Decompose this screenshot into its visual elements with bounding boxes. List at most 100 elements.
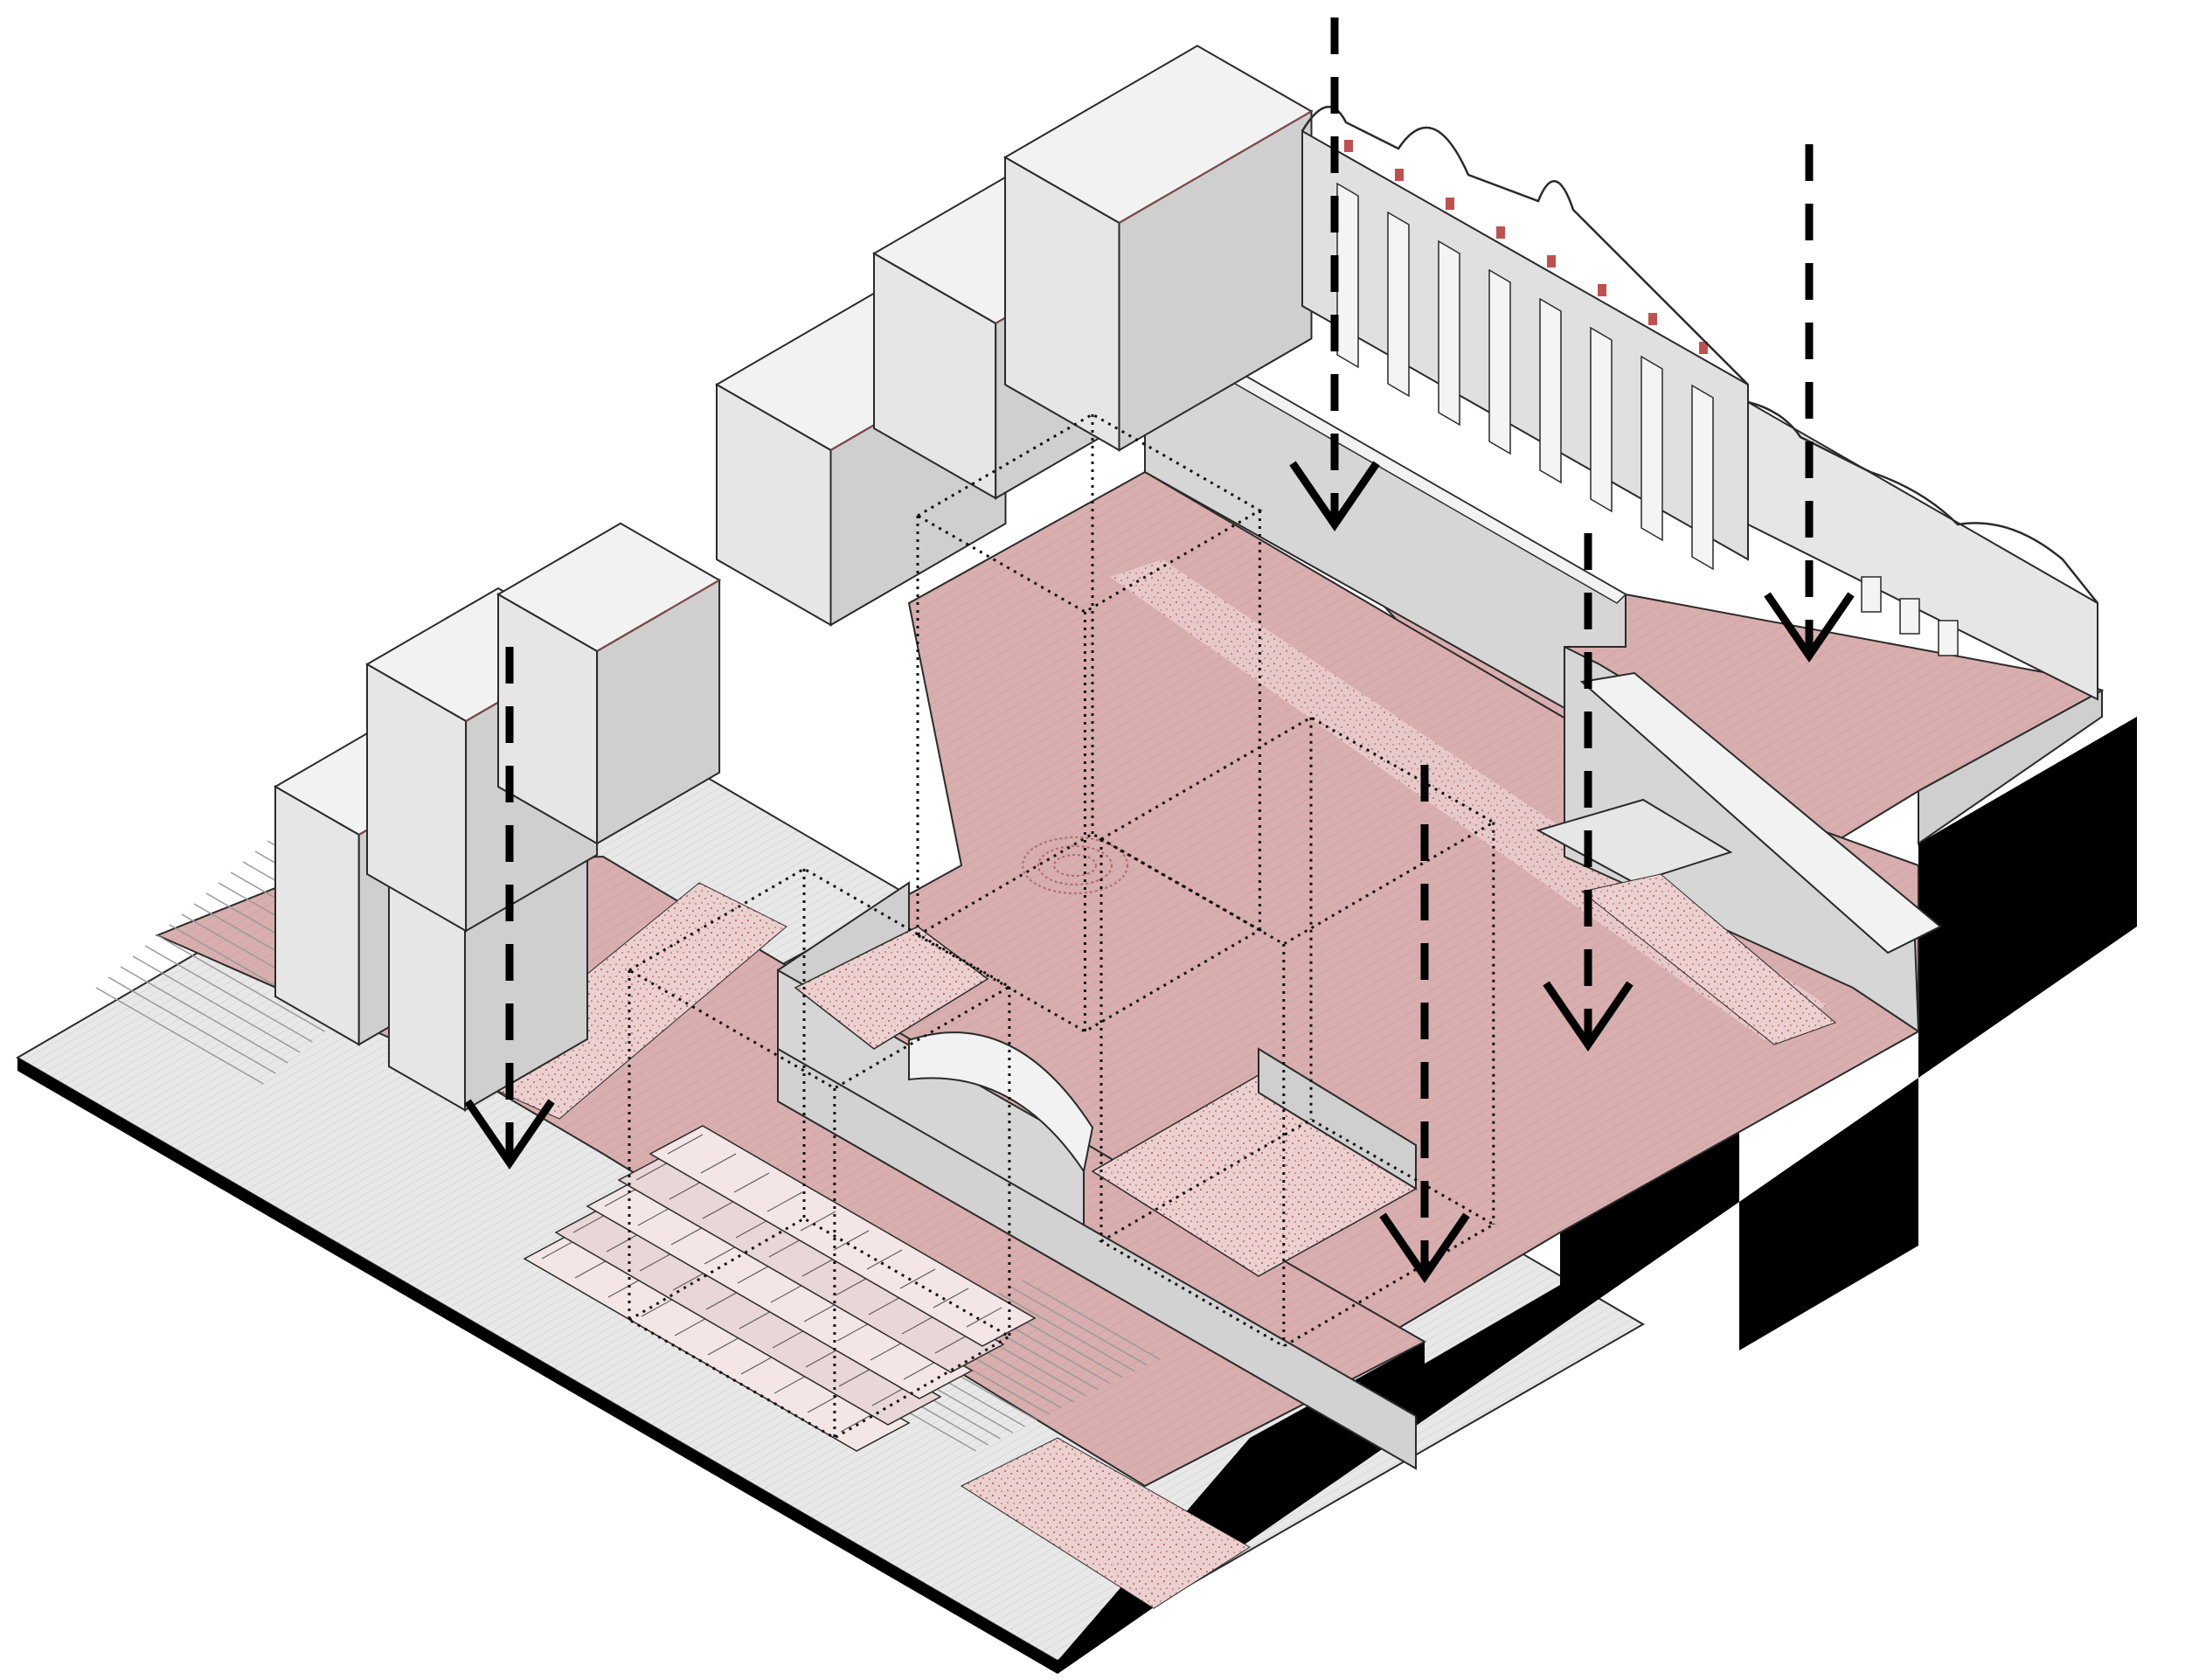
ramp-surface — [1579, 671, 1942, 955]
upper-plaza-front — [1918, 689, 2103, 845]
bleacher-seat-divider — [641, 1296, 677, 1317]
bleacher-seat-divider — [933, 1288, 969, 1309]
facade-pilaster — [1438, 240, 1460, 427]
historic-facade — [1301, 106, 2098, 701]
bleacher-seat-divider — [966, 1307, 1002, 1328]
bleacher-seat-divider — [637, 1205, 674, 1226]
arrow-mid-right — [1543, 533, 1634, 1052]
stair-tread — [1009, 1286, 1148, 1366]
arrow-lower-right — [1379, 765, 1470, 1283]
stair-tread — [156, 934, 325, 1032]
volume-bottom — [627, 1217, 1012, 1440]
bleacher-row — [617, 1151, 1005, 1373]
sunken-court — [777, 881, 1418, 1470]
facade-wall — [1301, 129, 1749, 561]
stair-tread — [120, 966, 288, 1064]
facade-pilaster — [1488, 268, 1511, 455]
stair-tread — [997, 1292, 1135, 1372]
bleacher-seat-divider — [735, 1218, 772, 1239]
facade-finial — [1547, 255, 1556, 267]
bleacher-seat-divider — [707, 1335, 744, 1356]
arrow-facade-right — [1764, 144, 1855, 663]
long-bench-wall — [777, 1047, 1417, 1470]
facade-pilaster — [1539, 297, 1562, 484]
dotted-volumes — [627, 413, 1496, 1440]
facade-finial — [1395, 169, 1404, 181]
direction-arrows — [464, 17, 1855, 1283]
bleacher-seat-divider — [669, 1179, 705, 1200]
building-7 — [1003, 45, 1314, 452]
bleacher-seat-divider — [766, 1191, 803, 1212]
bleacher-seat-divider — [700, 1153, 737, 1174]
arrow-head — [1543, 981, 1634, 1052]
annex-window — [1938, 620, 1959, 656]
bleacher-seat-divider — [733, 1172, 770, 1193]
bleacher-seat-divider — [572, 1212, 609, 1233]
volume-bottom — [1099, 1118, 1496, 1348]
bleacher-seat-divider — [770, 1282, 807, 1303]
bleacher-seat-divider — [803, 1302, 840, 1322]
bleacher-seat-divider — [800, 1211, 836, 1232]
volume-top — [1099, 716, 1496, 946]
facade-pilaster — [1640, 355, 1663, 542]
facade-pilaster — [1336, 182, 1359, 369]
facade-pilaster — [1387, 211, 1410, 398]
dotted-volume-right — [1099, 716, 1496, 1348]
building-edge-accent — [596, 580, 720, 652]
section-cut-right-face — [1918, 717, 2137, 1053]
facade-finial — [1344, 140, 1353, 152]
section-cut-fill — [1058, 717, 2137, 1674]
ground-edge — [17, 1058, 1058, 1674]
bleacher-seat-divider — [903, 1359, 940, 1380]
stair-tread — [1022, 1280, 1160, 1360]
facade-finial — [1496, 226, 1505, 239]
bleacher-seat-divider — [871, 1385, 908, 1406]
dotted-volume-left — [627, 867, 1012, 1440]
bleacher-row — [554, 1204, 942, 1426]
arrow-head — [1289, 461, 1380, 531]
bleacher-seat-divider — [667, 1134, 704, 1155]
bleacher-seat-divider — [639, 1251, 676, 1272]
ripple-feature — [1022, 837, 1128, 894]
curved-canopy — [908, 1031, 1094, 1174]
bleacher-seat-divider — [635, 1160, 672, 1181]
bleacher-seat-divider — [541, 1239, 578, 1260]
bleacher-row — [523, 1230, 911, 1452]
facade-finial — [1699, 342, 1708, 354]
bleacher-seat-divider — [773, 1373, 810, 1394]
bleacher-seat-divider — [868, 1295, 905, 1316]
bleacher-seat-divider — [833, 1230, 870, 1251]
facade-pilaster — [1691, 384, 1714, 571]
bleacher-seat-divider — [574, 1258, 611, 1279]
dotted-volume-center — [915, 413, 1263, 1033]
bleacher-seat-divider — [836, 1321, 873, 1342]
facade-annex-wall — [1747, 400, 2098, 701]
bleacher-seat-divider — [805, 1347, 842, 1368]
annex-window — [1861, 576, 1882, 613]
bleacher-seat-divider — [768, 1237, 805, 1258]
bleachers — [523, 1125, 1037, 1452]
section-cut — [1058, 717, 2137, 1674]
bleacher-seat-divider — [838, 1366, 875, 1387]
ramp-landing — [1536, 798, 1733, 885]
bleacher-seat-divider — [604, 1186, 641, 1207]
bleacher-seat-divider — [899, 1268, 936, 1289]
lower-speckle-patch-bottom — [960, 1437, 1251, 1609]
bleacher-seat-divider — [739, 1309, 775, 1329]
bleacher-seat-divider — [772, 1328, 808, 1349]
arrow-lower-left — [464, 647, 555, 1170]
stair-tread — [132, 955, 301, 1053]
arrow-head — [1379, 1212, 1470, 1283]
building-edge-accent — [1119, 110, 1312, 224]
facade-pilaster — [1590, 326, 1613, 513]
ramp — [1536, 645, 1942, 1045]
ramp-speckle — [1580, 873, 1836, 1045]
bleacher-seat-divider — [835, 1275, 871, 1296]
bleacher-seat-divider — [801, 1256, 838, 1277]
bleacher-seat-divider — [705, 1289, 742, 1310]
bleacher-seat-divider — [670, 1225, 707, 1246]
facade-skyline — [1301, 106, 1749, 385]
annex-skyline — [1747, 400, 2098, 604]
